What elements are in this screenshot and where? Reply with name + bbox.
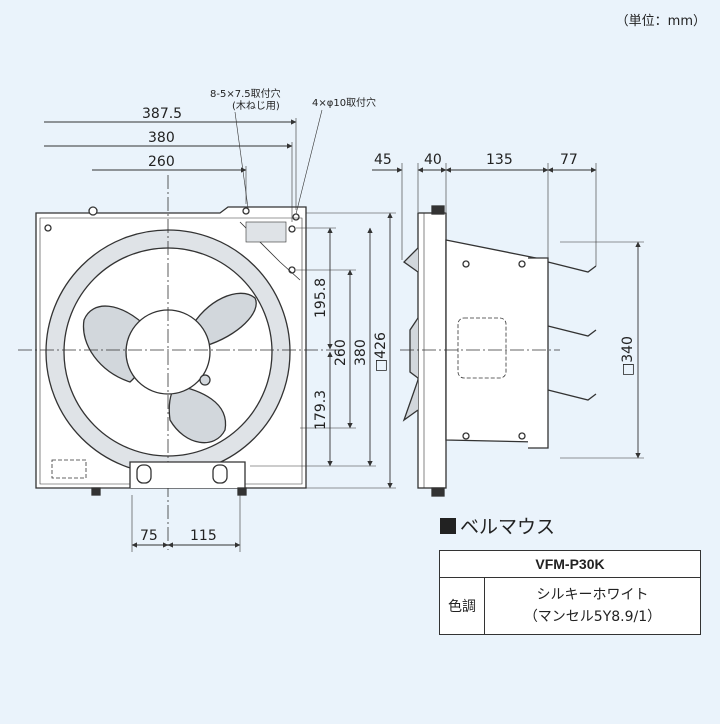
foot bbox=[91, 487, 101, 496]
side-view bbox=[400, 205, 597, 497]
unit-label: （単位：mm） bbox=[615, 14, 706, 29]
spec-table: VFM-P30K 色調 シルキーホワイト （マンセル5Y8.9/1） bbox=[439, 550, 701, 635]
callout-wood-screw: (木ねじ用) bbox=[232, 100, 280, 112]
shutter-flap bbox=[402, 379, 419, 422]
bellmouth-side bbox=[528, 257, 549, 449]
callout-round-holes: 4×φ10取付穴 bbox=[312, 96, 376, 109]
front-dimensions bbox=[44, 109, 396, 552]
dim-label-45: 45 bbox=[374, 152, 392, 168]
side-screw bbox=[518, 432, 526, 440]
dim-label-380v: 380 bbox=[353, 339, 369, 366]
hub-screw bbox=[199, 374, 211, 386]
side-screw bbox=[462, 260, 470, 268]
leader-line bbox=[295, 109, 323, 215]
bracket-slot bbox=[136, 464, 152, 484]
fan-blade bbox=[168, 384, 227, 444]
dim-label-340: □340 bbox=[620, 336, 636, 376]
rating-plate bbox=[51, 459, 87, 479]
color-label-cell: 色調 bbox=[439, 577, 485, 635]
spec-row-model: VFM-P30K bbox=[439, 550, 701, 578]
dim-label-135: 135 bbox=[486, 152, 513, 168]
legend-bellmouth: ベルマウス bbox=[440, 512, 555, 539]
spec-row-color: 色調 シルキーホワイト （マンセル5Y8.9/1） bbox=[439, 577, 701, 635]
munsell-code: （マンセル5Y8.9/1） bbox=[523, 609, 662, 625]
side-top-tab bbox=[431, 205, 445, 215]
color-value-cell: シルキーホワイト （マンセル5Y8.9/1） bbox=[484, 577, 701, 635]
motor-hidden bbox=[457, 317, 507, 379]
model-cell: VFM-P30K bbox=[439, 550, 701, 578]
mount-hole bbox=[288, 225, 296, 233]
knob-side bbox=[409, 317, 419, 379]
side-foot bbox=[431, 487, 445, 497]
dim-label-387: 387.5 bbox=[142, 106, 182, 122]
dim-label-380: 380 bbox=[148, 130, 175, 146]
dim-label-260: 260 bbox=[148, 154, 175, 170]
dim-label-77: 77 bbox=[560, 152, 578, 168]
callout-slot-holes: 8-5×7.5取付穴 bbox=[210, 87, 281, 100]
color-name: シルキーホワイト bbox=[536, 587, 649, 603]
dim-label-75: 75 bbox=[140, 528, 158, 544]
side-dimensions bbox=[372, 163, 644, 459]
mount-hole bbox=[44, 224, 52, 232]
switch-housing bbox=[245, 221, 287, 243]
dim-label-179: 179.3 bbox=[313, 390, 329, 430]
louver bbox=[547, 261, 597, 273]
foot bbox=[237, 487, 247, 496]
louver bbox=[547, 389, 597, 401]
shutter-flap bbox=[402, 247, 419, 273]
leader-line bbox=[234, 111, 249, 209]
dim-label-426: □426 bbox=[373, 332, 389, 372]
dim-label-195: 195.8 bbox=[313, 278, 329, 318]
bracket-slot bbox=[212, 464, 228, 484]
legend-title-text: ベルマウス bbox=[460, 516, 556, 538]
bottom-bracket bbox=[129, 461, 246, 488]
dim-label-115: 115 bbox=[190, 528, 217, 544]
front-view bbox=[18, 175, 340, 550]
side-front-panel bbox=[417, 212, 447, 489]
louver bbox=[547, 325, 597, 337]
motor-housing bbox=[445, 239, 537, 443]
dim-label-40: 40 bbox=[424, 152, 442, 168]
legend-square-icon bbox=[440, 517, 456, 534]
side-screw bbox=[462, 432, 470, 440]
side-screw bbox=[518, 260, 526, 268]
frame-inner bbox=[39, 217, 303, 485]
dim-label-260v: 260 bbox=[333, 339, 349, 366]
frame-knob bbox=[88, 206, 98, 216]
mount-hole bbox=[242, 207, 250, 215]
mount-hole bbox=[288, 266, 296, 274]
